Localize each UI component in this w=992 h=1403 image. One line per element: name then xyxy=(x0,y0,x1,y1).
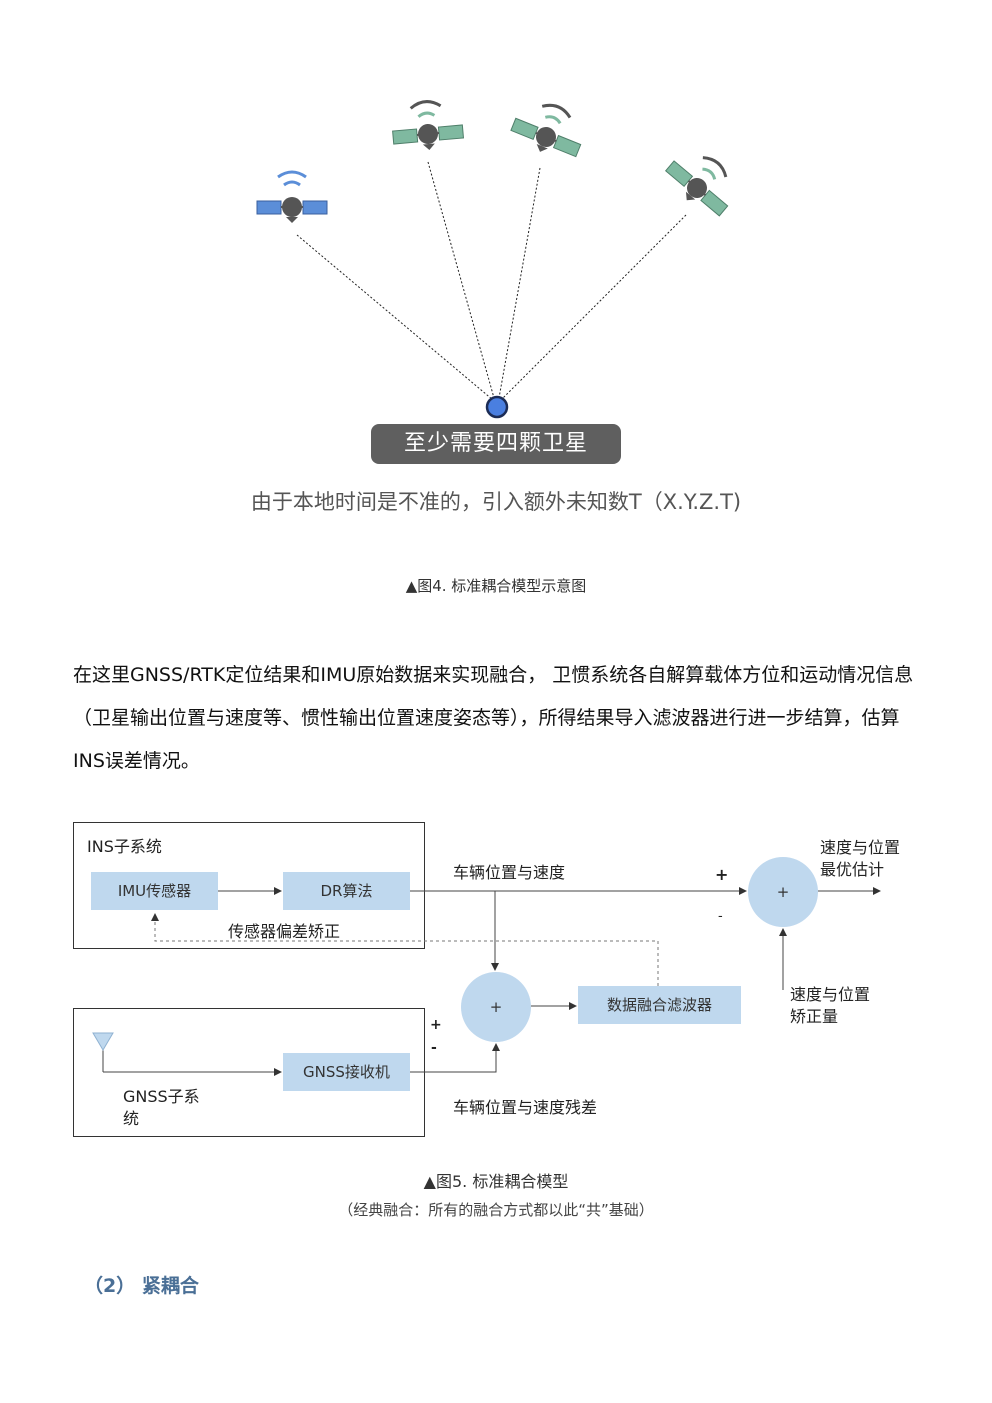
fusion-filter-block: 数据融合滤波器 xyxy=(578,986,741,1024)
feedback-dashed-line xyxy=(151,913,659,986)
section-heading: （2） 紧耦合 xyxy=(84,1275,199,1297)
body-paragraph: 在这里GNSS/RTK定位结果和IMU原始数据来实现融合， 卫惯系统各自解算载体… xyxy=(73,664,914,772)
satellite-icon-1 xyxy=(256,170,328,223)
signal-line-1 xyxy=(296,234,494,401)
satellite-icon-3 xyxy=(510,103,582,158)
dr-algorithm-block: DR算法 xyxy=(283,872,410,910)
satellite-icon-2 xyxy=(392,100,465,150)
gnss-subsystem-title: GNSS子系 统 xyxy=(123,1087,200,1128)
optimal-estimate-label: 速度与位置 最优估计 xyxy=(820,838,901,879)
sum-junction-residual: + xyxy=(461,972,531,1042)
satellite-illustration xyxy=(256,100,729,419)
signal-line-4 xyxy=(502,214,687,399)
diagram-connectors xyxy=(92,887,881,1076)
gnss-receiver-block: GNSS接收机 xyxy=(283,1053,410,1091)
antenna-icon xyxy=(92,1032,114,1051)
minus-sign-residual: - xyxy=(431,1040,437,1056)
signal-line-3 xyxy=(498,167,541,399)
satellite-icon-4 xyxy=(664,156,729,217)
plus-sign-residual: + xyxy=(430,1017,442,1033)
ins-subsystem-title: INS子系统 xyxy=(87,837,162,856)
arrow-receiver-to-sum xyxy=(410,1043,500,1073)
imu-sensor-block: IMU传感器 xyxy=(91,872,218,910)
figure-5-diagram: INS子系统 IMU传感器 DR算法 传感器偏差矫正 GNSS接收机 GNSS子… xyxy=(0,810,992,1150)
plus-sign-top: + xyxy=(715,865,729,884)
figure-4-caption: ▲图4. 标准耦合模型示意图 xyxy=(405,577,587,595)
correction-amount-label: 速度与位置 矫正量 xyxy=(790,985,871,1026)
residual-label: 车辆位置与速度残差 xyxy=(453,1098,598,1117)
figure-5-caption: ▲图5. 标准耦合模型 xyxy=(423,1172,569,1191)
figure-5-subcaption: （经典融合：所有的融合方式都以此“共”基础） xyxy=(338,1201,654,1219)
sum-junction-output: + xyxy=(748,857,818,927)
vehicle-pos-vel-label: 车辆位置与速度 xyxy=(453,863,566,882)
four-satellites-badge: 至少需要四颗卫星 xyxy=(371,424,621,464)
figure-4-satellites: 至少需要四颗卫星 由于本地时间是不准的，引入额外未知数T（X.Y.Z.T) xyxy=(0,0,992,540)
receiver-icon xyxy=(485,395,509,419)
signal-line-2 xyxy=(427,161,495,399)
time-unknown-note: 由于本地时间是不准的，引入额外未知数T（X.Y.Z.T) xyxy=(250,490,742,514)
minus-sign-top: - xyxy=(718,909,723,924)
bias-correction-label: 传感器偏差矫正 xyxy=(228,922,341,941)
